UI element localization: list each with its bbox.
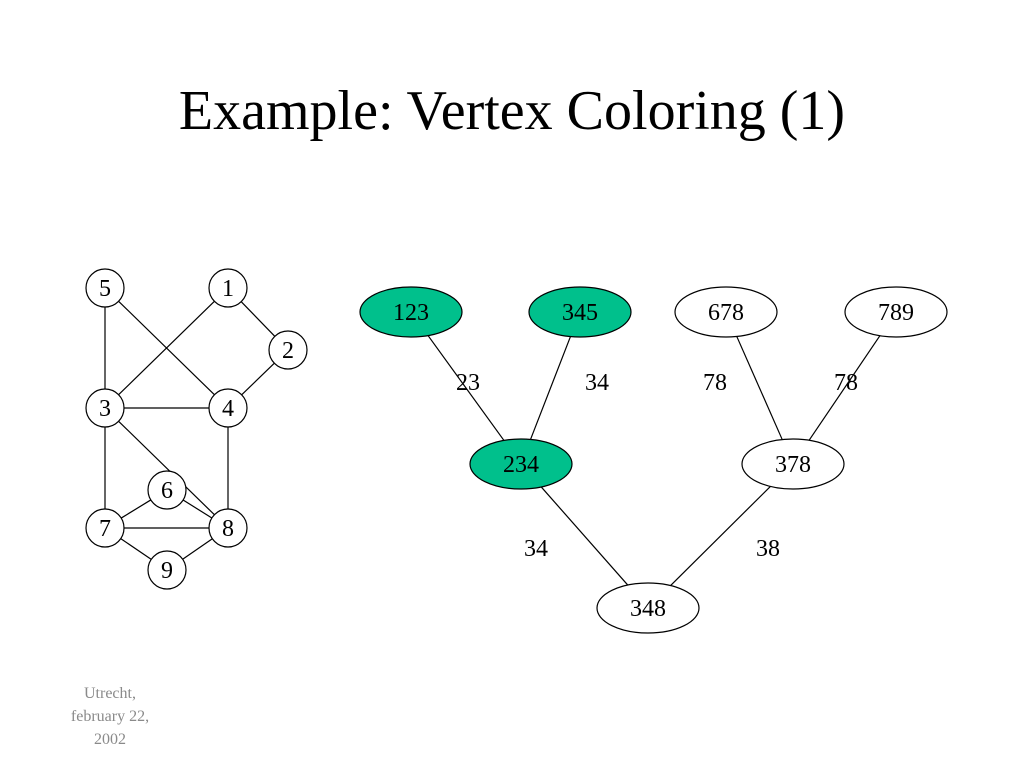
graph-vertex-9: 9 — [147, 550, 187, 590]
tree-edge-label: 34 — [524, 536, 548, 562]
graph-vertex-6: 6 — [147, 470, 187, 510]
tree-node-label: 345 — [562, 300, 598, 326]
graph-edge-1-3 — [118, 300, 215, 396]
graph-vertex-label: 4 — [222, 396, 234, 422]
tree-node-678: 678 — [674, 286, 778, 338]
graph-vertex-4: 4 — [208, 388, 248, 428]
tree-edge-678-378 — [736, 336, 783, 440]
tree-edge-378-348 — [670, 485, 771, 587]
tree-node-348: 348 — [596, 582, 700, 634]
tree-node-label: 348 — [630, 596, 666, 622]
tree-edge-123-234 — [427, 335, 505, 441]
graph-vertex-label: 2 — [282, 338, 294, 364]
graph-vertex-label: 8 — [222, 516, 234, 542]
tree-node-label: 378 — [775, 452, 811, 478]
slide-title: Example: Vertex Coloring (1) — [178, 80, 846, 142]
tree-edge-345-234 — [529, 336, 572, 440]
tree-node-label: 789 — [878, 300, 914, 326]
tree-node-123: 123 — [359, 286, 463, 338]
tree-node-label: 123 — [393, 300, 429, 326]
tree-edge-label: 38 — [756, 536, 780, 562]
graph-edge-6-7 — [120, 499, 152, 519]
footer: Utrecht, february 22, 2002 — [30, 682, 190, 751]
graph-vertex-label: 1 — [222, 276, 234, 302]
tree-edge-789-378 — [808, 335, 881, 441]
footer-line: 2002 — [94, 731, 126, 748]
graph-vertices: 5 1 2 3 4 6 7 8 9 — [85, 268, 308, 590]
tree-nodes: 123 345 678 789 234 378 348 — [359, 286, 948, 634]
graph-vertex-label: 5 — [99, 276, 111, 302]
graph-vertex-7: 7 — [85, 508, 125, 548]
graph-vertex-label: 3 — [99, 396, 111, 422]
tree-node-378: 378 — [741, 438, 845, 490]
graph-edge-6-8 — [182, 499, 213, 519]
tree-edge-234-348 — [540, 486, 629, 586]
graph-vertex-1: 1 — [208, 268, 248, 308]
graph-vertex-2: 2 — [268, 330, 308, 370]
tree-node-234: 234 — [469, 438, 573, 490]
tree-edges: 23 34 78 78 34 38 — [427, 335, 881, 587]
graph-vertex-3: 3 — [85, 388, 125, 428]
graph-vertex-8: 8 — [208, 508, 248, 548]
graph-edge-2-4 — [241, 362, 275, 396]
graph-edges — [104, 300, 276, 560]
footer-line: Utrecht, — [84, 685, 136, 702]
graph-edge-3-8 — [118, 420, 215, 516]
tree-node-label: 234 — [503, 452, 539, 478]
tree-node-label: 678 — [708, 300, 744, 326]
graph-edge-1-2 — [240, 301, 276, 337]
graph-vertex-label: 6 — [161, 478, 173, 504]
tree-edge-label: 78 — [703, 370, 727, 396]
tree-edge-label: 34 — [585, 370, 609, 396]
tree-node-789: 789 — [844, 286, 948, 338]
graph-vertex-label: 7 — [99, 516, 111, 542]
tree-edge-label: 23 — [456, 370, 480, 396]
graph-vertex-5: 5 — [85, 268, 125, 308]
tree-edge-label: 78 — [834, 370, 858, 396]
footer-line: february 22, — [70, 708, 150, 725]
graph-edge-9-8 — [182, 538, 213, 560]
tree-node-345: 345 — [528, 286, 632, 338]
graph-vertex-label: 9 — [161, 558, 173, 584]
graph-edge-7-9 — [120, 538, 152, 560]
